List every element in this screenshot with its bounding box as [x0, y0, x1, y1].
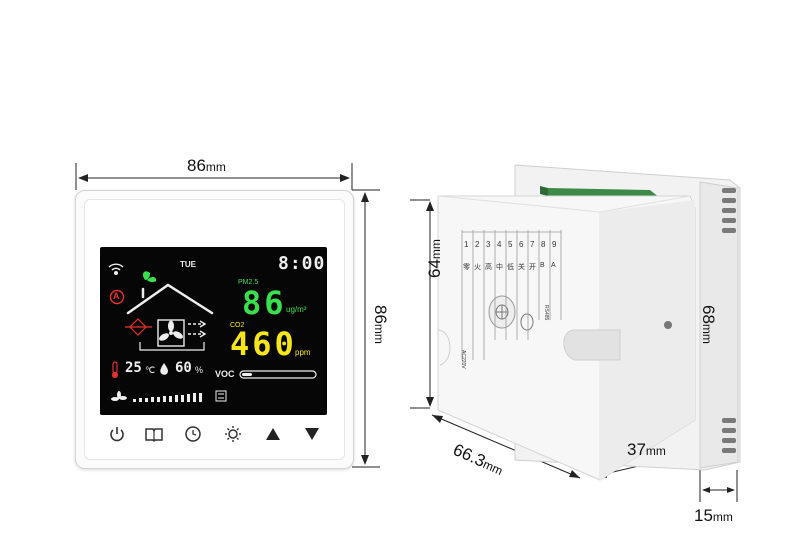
exchange-mode-icon	[215, 390, 227, 402]
voc-bar-outline	[239, 370, 317, 379]
auto-mode-icon	[109, 289, 125, 305]
side-height-unit: mm	[700, 323, 714, 344]
auto-mode-letter: A	[113, 291, 120, 301]
settings-button[interactable]	[222, 423, 244, 445]
pm25-unit: ug/m³	[286, 305, 307, 314]
front-depth-dimension-label: 15mm	[694, 506, 733, 526]
side-height-dimension-label: 68mm	[698, 305, 718, 344]
rs485-label: RS485	[543, 305, 549, 321]
leaf-icon	[142, 271, 157, 283]
humidity-drop-icon	[160, 363, 168, 375]
terminal-label: B	[540, 262, 545, 269]
terminal-number: 3	[486, 240, 491, 249]
terminal-grid	[461, 230, 562, 360]
pm25-label: PM2.5	[238, 279, 259, 286]
weekday-label: TUE	[180, 260, 196, 269]
terminal-number: 8	[541, 240, 546, 249]
back-height-dimension-label: 64mm	[425, 239, 445, 278]
airflow-arrows-icon	[139, 320, 207, 351]
wifi-icon	[108, 263, 124, 276]
sun-gear-icon	[225, 426, 241, 442]
terminal-number: 2	[475, 240, 480, 249]
mode-button[interactable]	[143, 423, 165, 445]
terminal-label: 中	[496, 264, 503, 271]
pm25-value: 86	[242, 284, 287, 322]
fan-icon	[157, 319, 185, 347]
front-depth-unit: mm	[712, 510, 733, 524]
ac-voltage-label: AC220V	[460, 350, 466, 369]
fan-speed-icon	[111, 391, 127, 401]
width-unit: mm	[205, 160, 226, 174]
up-button[interactable]	[262, 423, 284, 445]
down-button[interactable]	[301, 423, 323, 445]
terminal-number: 4	[497, 240, 502, 249]
back-height-value: 64	[425, 259, 444, 278]
clock-time: 8:00	[278, 253, 326, 274]
terminal-label: 开	[529, 264, 536, 271]
triangle-down-icon	[305, 428, 319, 440]
lcd-screen: A TUE 8:00 PM2.5 86 ug/m³ CO2 460 ppm 25…	[100, 247, 327, 415]
width-dimension-label: 86mm	[187, 156, 226, 176]
co2-unit: ppm	[295, 348, 311, 357]
terminal-label: 高	[485, 264, 492, 271]
heat-exchange-icon	[125, 318, 152, 336]
power-icon	[110, 427, 124, 442]
width-value: 86	[187, 156, 206, 175]
fan-speed-bars	[133, 393, 202, 402]
total-depth-dimension-label: 37mm	[627, 440, 666, 460]
total-depth-value: 37	[627, 440, 646, 459]
terminal-label: 关	[518, 264, 525, 271]
terminal-label: 火	[474, 264, 481, 271]
vent-slots	[722, 188, 736, 453]
terminal-number: 1	[464, 240, 469, 249]
clock-icon	[185, 426, 201, 442]
house-icon	[126, 283, 214, 315]
terminal-label: A	[551, 262, 556, 269]
triangle-up-icon	[266, 428, 280, 440]
total-depth-unit: mm	[645, 444, 666, 458]
terminal-number: 5	[508, 240, 513, 249]
co2-label: CO2	[230, 322, 245, 329]
terminal-label: 零	[463, 264, 470, 271]
terminal-number: 6	[519, 240, 524, 249]
timer-button[interactable]	[182, 423, 204, 445]
humidity-value: 60	[175, 360, 192, 376]
book-icon	[145, 428, 163, 443]
voc-label: VOC	[215, 369, 235, 379]
terminal-number: 9	[552, 240, 557, 249]
front-depth-value: 15	[694, 506, 713, 525]
temperature-value: 25	[125, 360, 142, 376]
temperature-unit: ℃	[145, 365, 156, 375]
back-height-unit: mm	[429, 239, 443, 260]
terminal-number: 7	[530, 240, 535, 249]
screen-graphics	[108, 263, 317, 402]
power-button[interactable]	[106, 423, 128, 445]
humidity-unit: %	[195, 365, 204, 375]
terminal-label: 低	[507, 264, 514, 271]
co2-value: 460	[230, 325, 297, 363]
side-height-value: 68	[699, 305, 718, 324]
voc-bar-fill	[242, 373, 252, 376]
thermometer-icon	[112, 361, 118, 378]
